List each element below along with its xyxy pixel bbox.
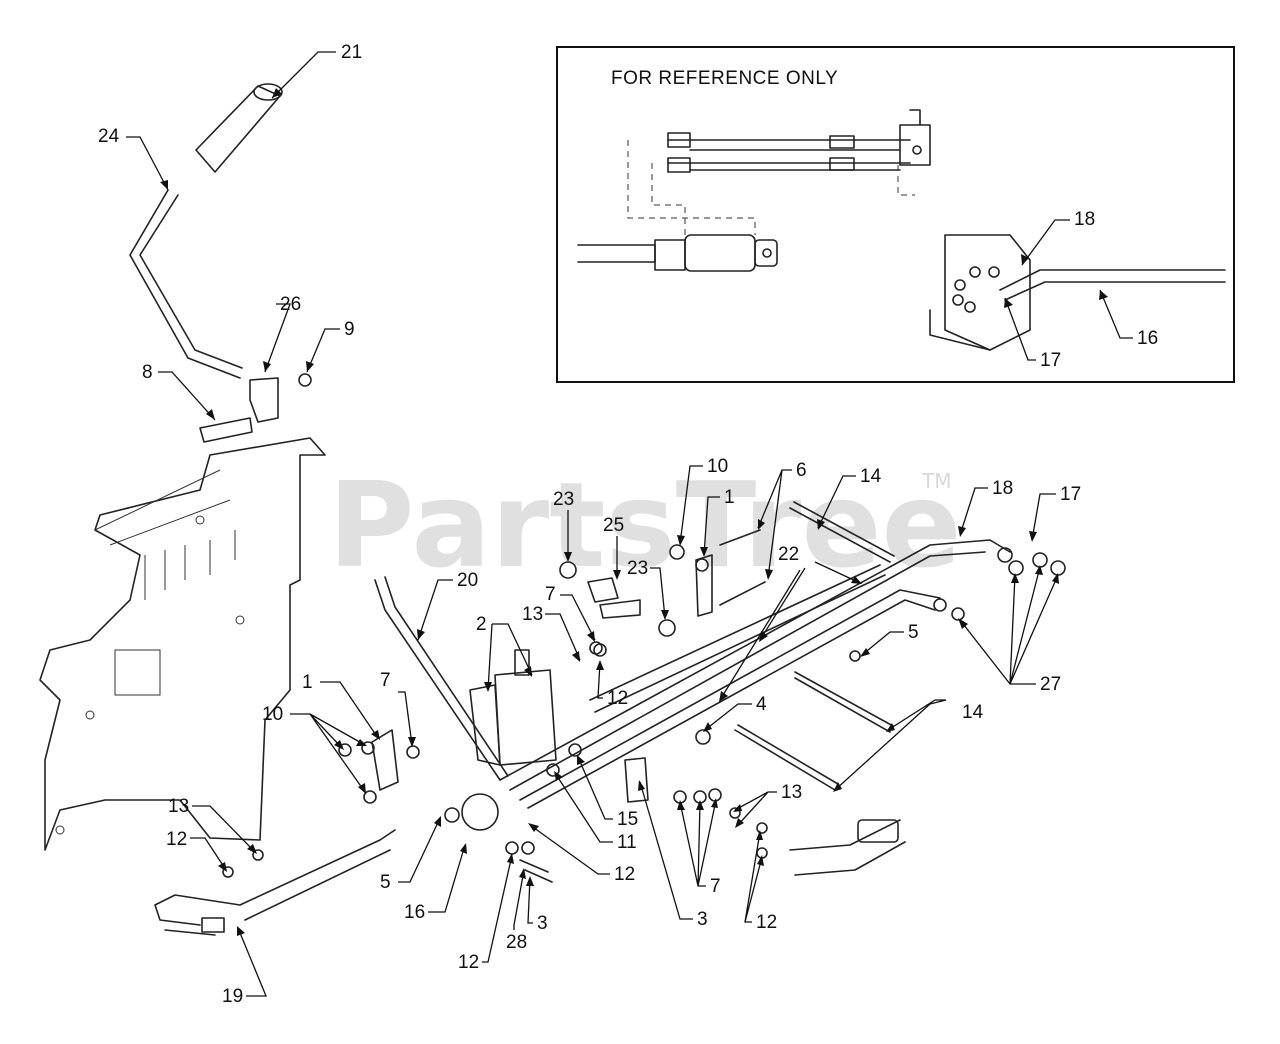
hardware [222,544,1066,878]
callout-9: 9 [344,319,355,340]
inset-pump-block [929,234,1226,351]
control-lever [129,83,283,379]
pivot-bracket [199,373,312,443]
callout-23b: 23 [627,558,648,579]
rods-14 [734,501,895,791]
callout-23a: 23 [553,489,574,510]
callout-13b: 13 [781,782,802,803]
callout-5a: 5 [908,622,919,643]
callout-7c: 7 [710,876,721,897]
callout-2: 2 [476,614,487,635]
callout-26: 26 [280,294,301,315]
lower-right-tubes [789,819,906,876]
callout-7b: 7 [380,670,391,691]
bolts-6 [719,529,766,606]
brackets [371,554,713,883]
callout-18: 18 [1074,209,1095,230]
callout-17: 17 [1060,484,1081,505]
callout-20: 20 [457,570,478,591]
callouts: 21 24 26 9 8 20 23 25 10 1 [98,42,1081,1007]
watermark-tm: TM [921,469,951,493]
callout-21: 21 [341,42,362,63]
callout-14a: 14 [860,466,882,487]
callout-6: 6 [796,460,807,481]
callout-3a: 3 [537,913,548,934]
callout-18: 18 [992,478,1013,499]
callout-11: 11 [617,832,637,853]
callout-1a: 1 [724,487,735,508]
callout-24: 24 [98,126,120,147]
hose-19 [154,829,396,936]
inset-hydraulic-lines [577,109,931,272]
hydraulic-hose-20 [374,576,509,781]
callout-1b: 1 [302,672,313,693]
callout-8: 8 [142,362,153,383]
callout-13a: 13 [522,604,543,625]
watermark-text: PartsTree [328,456,962,594]
inset-reference-box: FOR REFERENCE ONLY [556,46,1235,383]
callout-3b: 3 [697,909,708,930]
inset-title: FOR REFERENCE ONLY [611,68,838,89]
callout-12b: 12 [614,864,635,885]
watermark: PartsTree TM [328,456,962,594]
main-assembly [39,83,1066,936]
frame-plate [39,437,326,851]
callout-27: 27 [1040,674,1061,695]
callout-12d: 12 [458,952,479,973]
callout-12c: 12 [756,912,777,933]
callout-7a: 7 [545,584,556,605]
callout-15: 15 [617,809,638,830]
callout-5b: 5 [380,872,391,893]
callout-10b: 10 [262,704,283,725]
callout-14b: 14 [962,702,984,723]
callout-10a: 10 [707,456,728,477]
valve-block-2 [469,649,557,766]
callout-4: 4 [756,694,767,715]
callout-17: 17 [1040,350,1061,371]
shafts-and-tubes [499,539,1011,809]
inset-callouts: 18 17 16 [1004,209,1158,371]
callout-12a: 12 [607,688,628,709]
callout-16: 16 [1137,328,1158,349]
callout-13c: 13 [168,796,189,817]
callout-28: 28 [506,932,527,953]
callout-25: 25 [603,515,624,536]
callout-12e: 12 [166,829,187,850]
callout-22: 22 [778,544,799,565]
callout-19: 19 [222,986,243,1007]
callout-16: 16 [404,902,425,923]
